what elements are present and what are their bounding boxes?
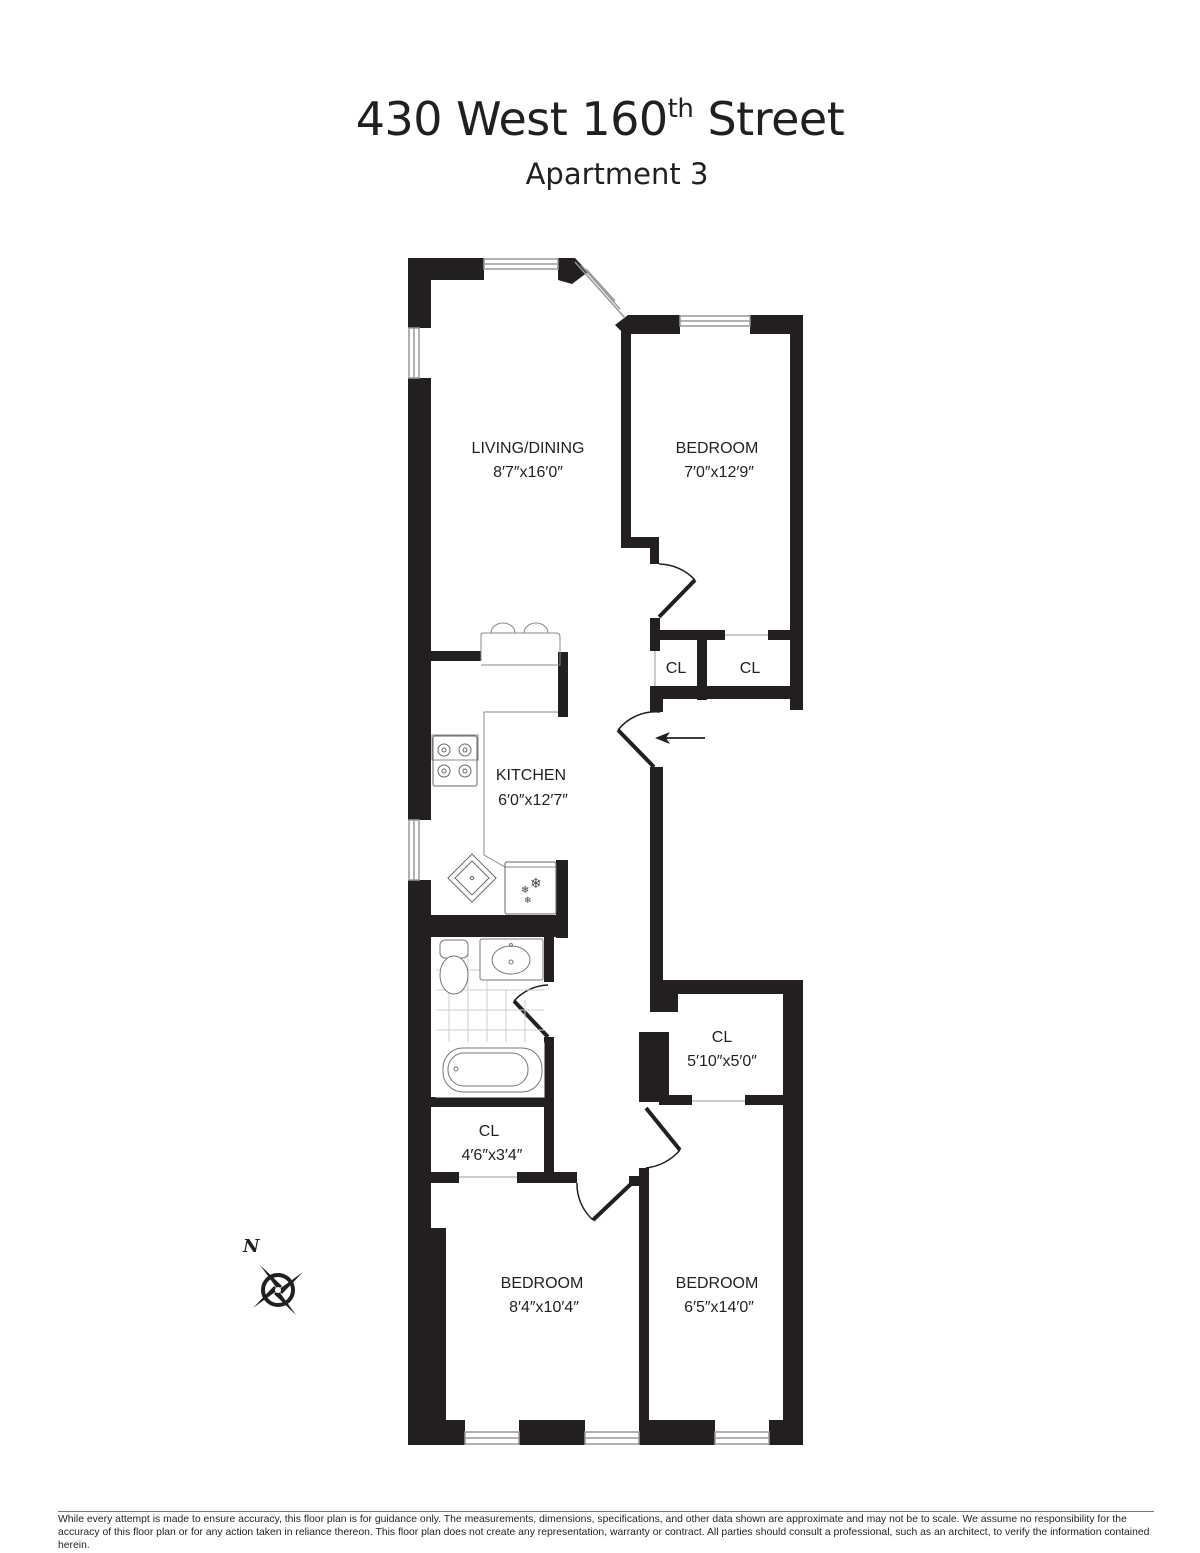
room-name-closet-1: CL: [666, 660, 687, 677]
toilet-tank: [439, 939, 469, 959]
window: [574, 261, 626, 319]
wall: [621, 537, 659, 548]
door-bedroom-se[interactable]: [644, 1106, 682, 1152]
wall: [408, 1420, 465, 1445]
svg-text:❄: ❄: [530, 876, 542, 892]
wall: [431, 651, 481, 661]
entry-door[interactable]: [616, 728, 656, 769]
room-dims-closet-w: 4′6″x3′4″: [462, 1147, 523, 1164]
compass-icon: N: [242, 1236, 303, 1315]
wall: [519, 1420, 585, 1445]
room-dims-bedroom-se: 6′5″x14′0″: [684, 1299, 754, 1316]
disclaimer-text: While every attempt is made to ensure ac…: [58, 1514, 1150, 1551]
doors: [512, 563, 697, 1222]
wall: [629, 1176, 649, 1186]
north-label: N: [242, 1236, 261, 1257]
kitchen-fixtures: [431, 622, 561, 915]
wall: [650, 630, 725, 640]
room-name-bedroom-sw: BEDROOM: [501, 1275, 584, 1292]
wall: [639, 1420, 715, 1445]
page-subtitle: Apartment 3: [525, 157, 709, 191]
room-name-bedroom-se: BEDROOM: [676, 1275, 759, 1292]
svg-text:❄: ❄: [521, 885, 529, 896]
closet-openings: [459, 634, 768, 1178]
wall: [408, 258, 484, 280]
wall: [639, 1032, 669, 1102]
wall: [768, 630, 803, 640]
wall: [650, 537, 659, 564]
wall: [408, 880, 431, 1445]
sink-icon: [447, 853, 497, 903]
wall: [517, 1172, 577, 1183]
wall: [650, 980, 678, 1012]
wall: [558, 258, 588, 284]
room-dims-bedroom-sw: 8′4″x10′4″: [509, 1299, 579, 1316]
disclaimer-divider: [58, 1511, 1154, 1512]
wall: [697, 630, 707, 700]
snowflake-icons: ❄ ❄ ❄: [521, 876, 542, 906]
wall: [650, 686, 803, 699]
wall: [621, 325, 631, 547]
door-bathroom[interactable]: [512, 999, 550, 1039]
wall: [431, 1172, 459, 1183]
room-name-bedroom-ne: BEDROOM: [676, 440, 759, 457]
wall: [650, 980, 803, 994]
room-name-closet-e: CL: [712, 1029, 733, 1046]
wall: [769, 1420, 803, 1445]
wall: [615, 315, 680, 334]
title-text: 430 West 160: [355, 92, 668, 146]
wall: [431, 915, 568, 937]
room-dims-closet-e: 5′10″x5′0″: [687, 1053, 757, 1070]
door-bedroom-ne[interactable]: [657, 578, 697, 619]
kitchen-counter: [483, 711, 558, 868]
wall: [408, 378, 431, 820]
svg-text:❄: ❄: [524, 896, 532, 906]
wall: [790, 315, 803, 710]
wall: [650, 686, 663, 712]
wall: [431, 1097, 549, 1107]
stove-icon: [432, 735, 478, 787]
toilet-icon: [439, 955, 469, 995]
title-text-end: Street: [693, 92, 845, 146]
stool-icon: [490, 622, 516, 634]
wall: [745, 1095, 795, 1105]
room-name-living-dining: LIVING/DINING: [472, 440, 585, 457]
stool-icon: [523, 622, 549, 634]
title-superscript: th: [667, 94, 694, 124]
wall: [650, 767, 663, 995]
room-dims-kitchen: 6′0″x12′7″: [498, 792, 568, 809]
burner-icons: [437, 743, 472, 778]
wall: [750, 315, 803, 334]
wall: [544, 937, 554, 982]
refrigerator-icon: [504, 861, 557, 915]
windows: [408, 258, 770, 1445]
wall: [558, 652, 568, 717]
wall: [544, 1037, 554, 1117]
vanity: [479, 938, 544, 981]
room-dims-bedroom-ne: 7′0″x12′9″: [684, 464, 754, 481]
room-labels: LIVING/DINING 8′7″x16′0″ BEDROOM 7′0″x12…: [462, 440, 761, 1316]
page-title: 430 West 160th Street: [0, 92, 1200, 146]
counter-edge: [431, 734, 479, 761]
bathroom-fixtures: [435, 938, 545, 1098]
wall: [783, 980, 803, 1445]
wall: [544, 1097, 554, 1177]
dining-counter: [480, 632, 561, 666]
door-bedroom-sw[interactable]: [591, 1181, 634, 1222]
walls: [408, 258, 803, 1445]
room-name-closet-2: CL: [740, 660, 761, 677]
entry-arrow-icon: [655, 732, 705, 744]
room-dims-living-dining: 8′7″x16′0″: [493, 464, 563, 481]
room-name-closet-w: CL: [479, 1123, 500, 1140]
room-name-kitchen: KITCHEN: [496, 767, 566, 784]
wall: [431, 1228, 446, 1445]
wall: [639, 1168, 649, 1445]
wall: [659, 1095, 692, 1105]
bathtub-icon: [442, 1047, 543, 1093]
